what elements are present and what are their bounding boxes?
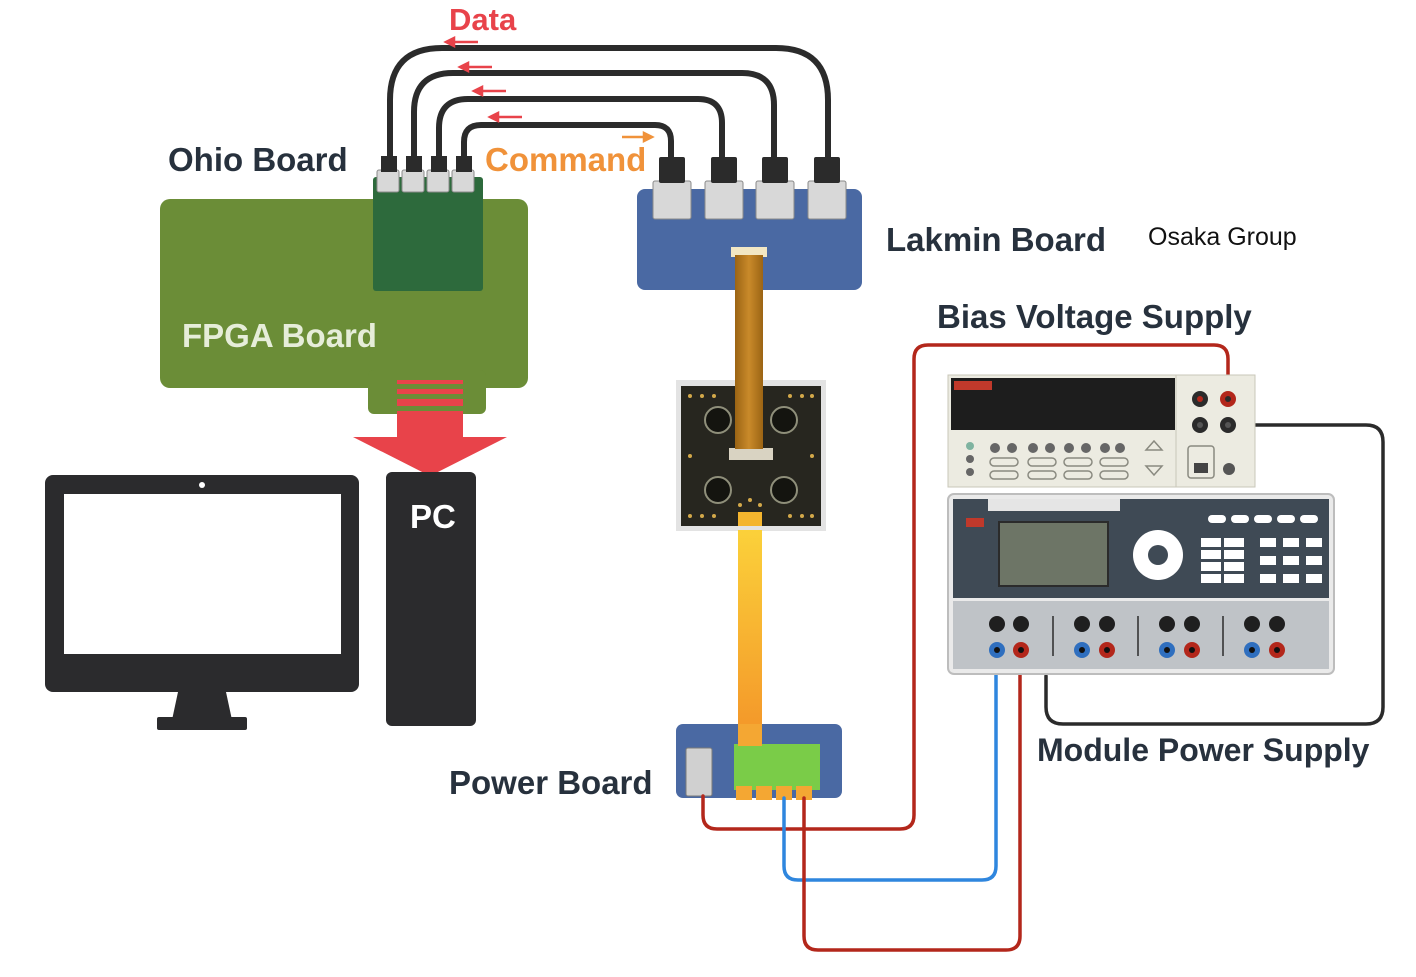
command-arrow bbox=[622, 130, 655, 144]
data-cable-2 bbox=[411, 70, 777, 163]
pc-tower bbox=[386, 472, 476, 726]
monitor-icon bbox=[45, 475, 359, 730]
module-power-supply-unit bbox=[947, 493, 1335, 675]
bias-terminals bbox=[1192, 391, 1236, 433]
data-cable-3 bbox=[436, 96, 725, 163]
command-cable bbox=[461, 122, 674, 163]
power-cables bbox=[701, 343, 1385, 952]
bias-voltage-supply-label: Bias Voltage Supply bbox=[937, 298, 1252, 335]
module-cable-blue bbox=[782, 648, 998, 882]
ohio-connectors bbox=[376, 169, 475, 193]
ohio-board bbox=[373, 156, 483, 291]
module-cable-red bbox=[802, 648, 1022, 952]
bias-cable-black bbox=[1044, 423, 1385, 726]
data-label: Data bbox=[449, 2, 517, 37]
power-board bbox=[676, 724, 842, 800]
bias-voltage-supply-unit bbox=[947, 374, 1256, 488]
fpga-to-pc-arrow bbox=[353, 380, 507, 476]
data-cables bbox=[387, 45, 831, 163]
module-power-supply-label: Module Power Supply bbox=[1037, 732, 1370, 768]
command-label: Command bbox=[485, 141, 647, 178]
osaka-group-label: Osaka Group bbox=[1148, 223, 1297, 251]
power-board-label: Power Board bbox=[449, 764, 653, 801]
lakmin-board-label: Lakmin Board bbox=[886, 221, 1107, 258]
module-terminals bbox=[989, 616, 1285, 658]
flex-cable-bottom bbox=[738, 530, 762, 726]
flex-cable-top bbox=[735, 255, 763, 449]
ohio-board-label: Ohio Board bbox=[168, 141, 348, 178]
lakmin-board bbox=[637, 157, 862, 290]
fpga-board-label: FPGA Board bbox=[182, 317, 377, 354]
pc-label: PC bbox=[410, 498, 456, 535]
bias-cable-red bbox=[701, 343, 1230, 831]
data-cable-1 bbox=[387, 45, 831, 163]
data-arrows bbox=[443, 35, 522, 124]
